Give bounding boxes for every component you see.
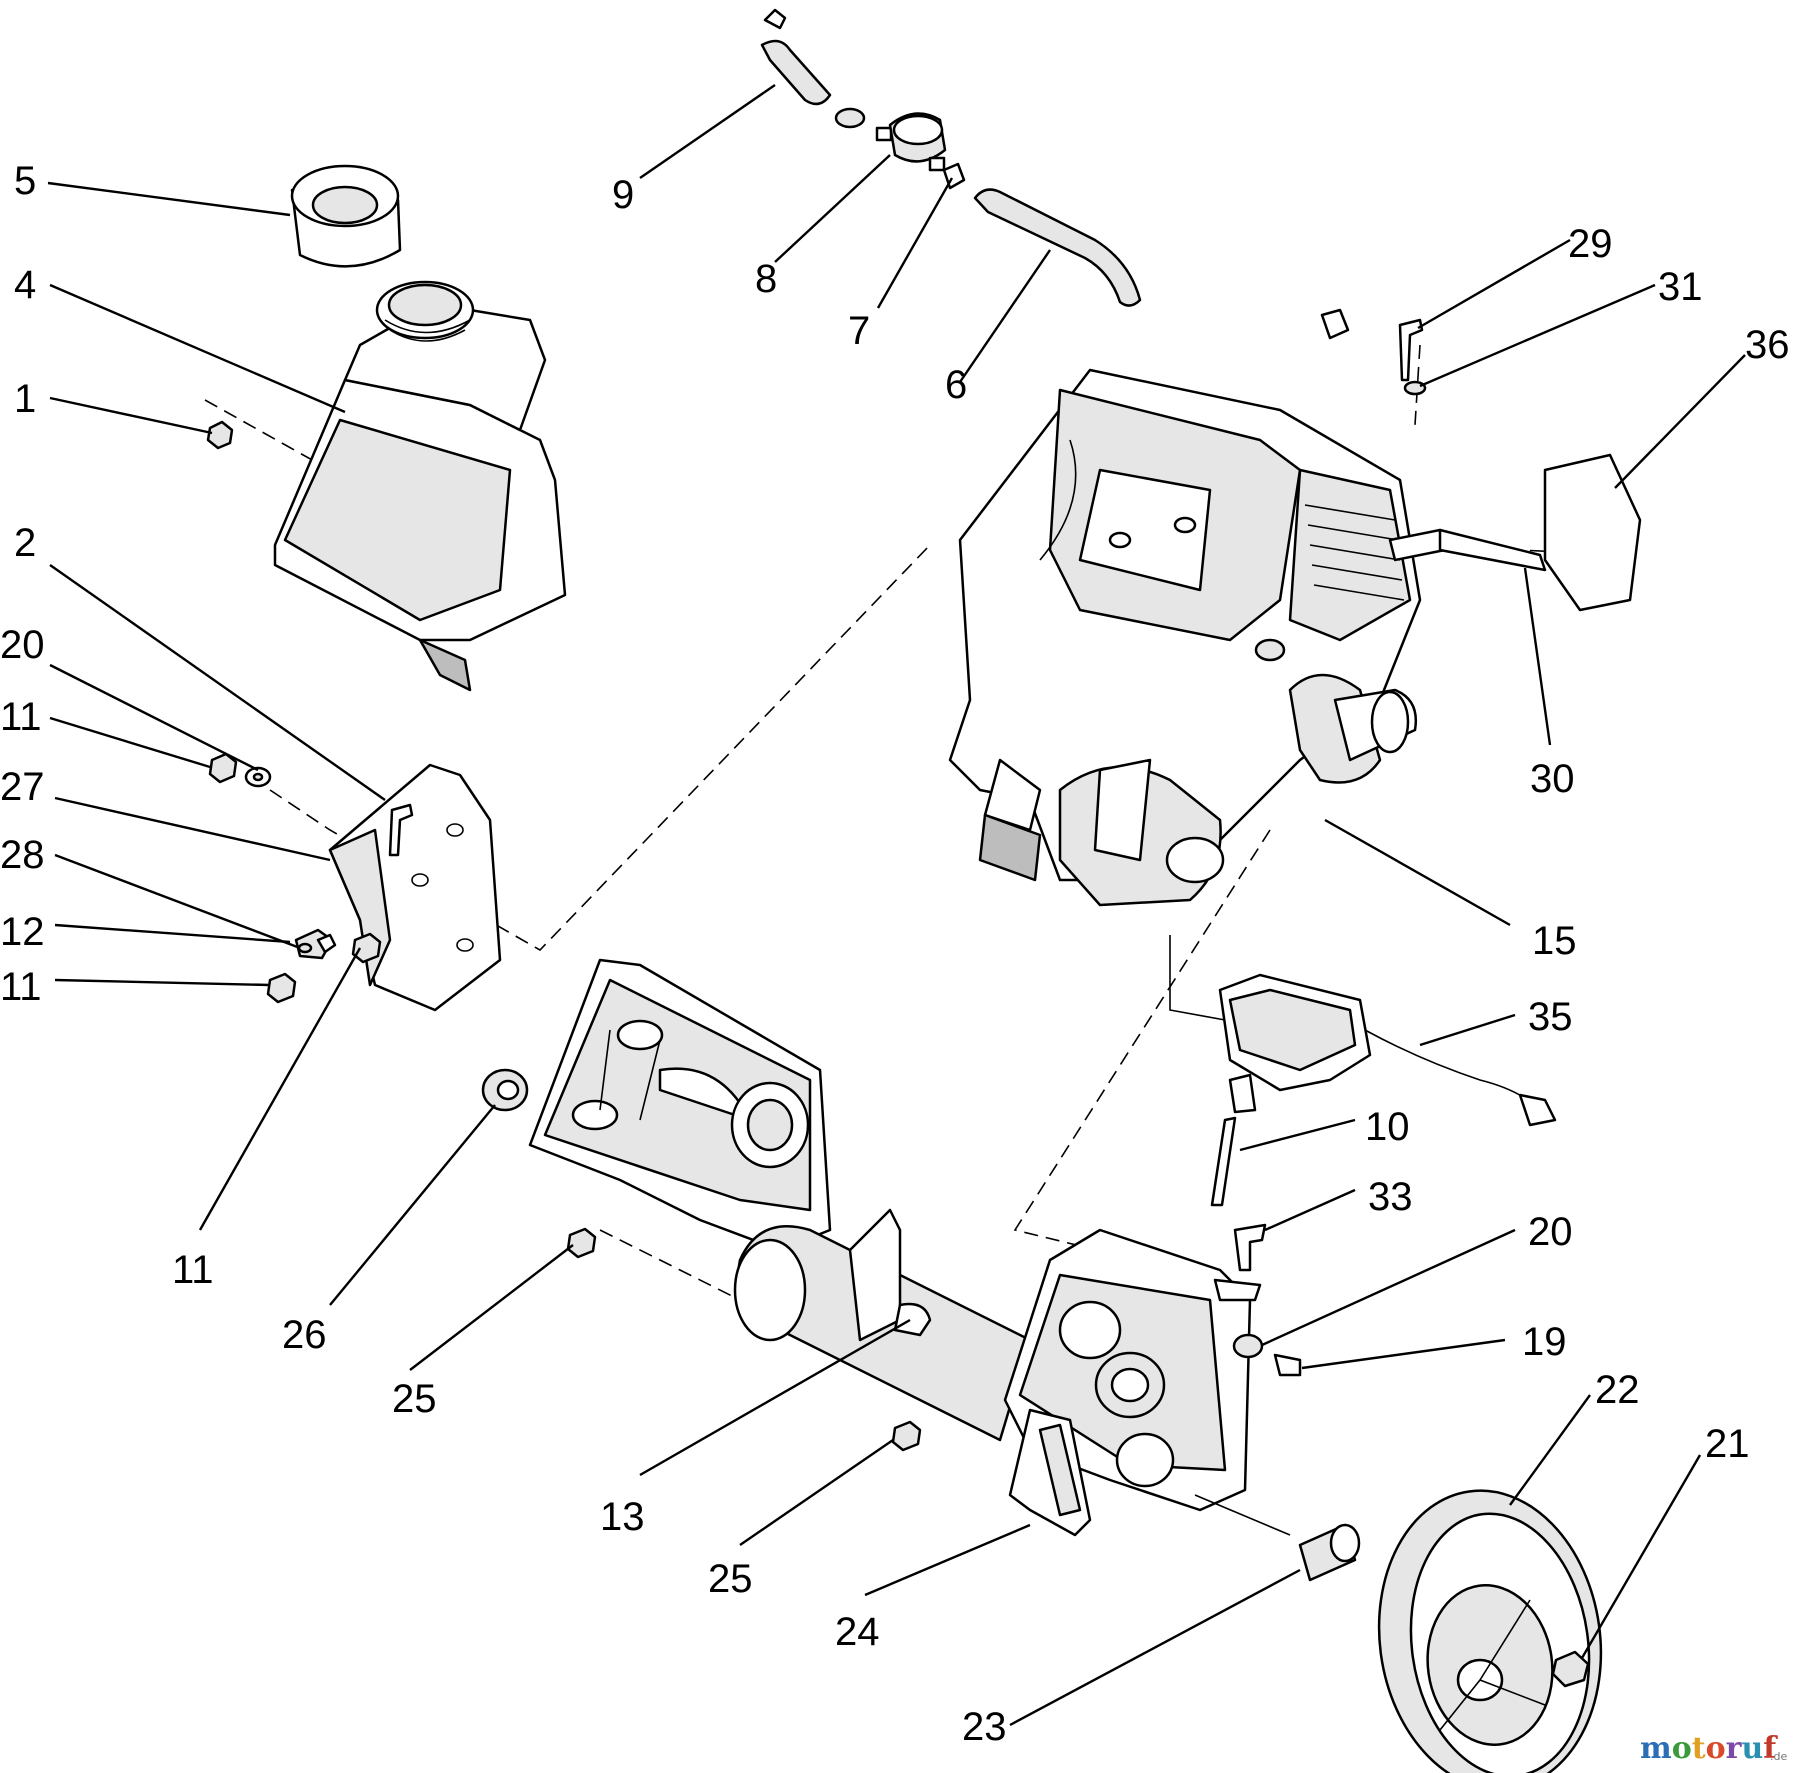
callout-21: 21 xyxy=(1705,1422,1750,1466)
svg-text:motoruf: motoruf xyxy=(1640,1731,1778,1766)
watermark-letter-r: r xyxy=(1726,1731,1743,1766)
callout-10: 10 xyxy=(1365,1105,1410,1149)
callout-33: 33 xyxy=(1368,1175,1413,1219)
callout-24: 24 xyxy=(835,1610,880,1654)
watermark-letter-t: t xyxy=(1692,1731,1706,1766)
callout-6: 6 xyxy=(945,363,967,407)
callout-25-left: 25 xyxy=(392,1377,437,1421)
watermark-letter-u: u xyxy=(1741,1731,1763,1766)
bracket-part-27 xyxy=(328,763,502,1012)
fuel-line-assembly xyxy=(760,8,1350,340)
callout-20-right: 20 xyxy=(1528,1210,1573,1254)
callout-11-top: 11 xyxy=(0,695,42,739)
wheel-part-22 xyxy=(1377,1489,1603,1773)
lever-bracket-part-24 xyxy=(1008,1408,1092,1537)
callout-9: 9 xyxy=(612,173,634,217)
axle-tube-part-13 xyxy=(733,1208,1032,1442)
callout-36: 36 xyxy=(1745,323,1790,367)
callout-31: 31 xyxy=(1658,265,1703,309)
plate-part-36 xyxy=(1543,453,1642,612)
callout-28: 28 xyxy=(0,833,45,877)
callout-4: 4 xyxy=(14,263,36,307)
left-frame-plate xyxy=(528,958,832,1252)
watermark-letter-m: m xyxy=(1640,1731,1672,1766)
callout-26: 26 xyxy=(282,1313,327,1357)
callout-27: 27 xyxy=(0,765,45,809)
leader-lines xyxy=(47,84,1746,1727)
callout-11-bottom: 11 xyxy=(172,1248,214,1292)
starter-switch-part-35 xyxy=(1169,935,1557,1127)
fuel-cap-part-5 xyxy=(290,164,402,268)
fuel-tank-part-4 xyxy=(273,280,567,692)
callout-25-bottom: 25 xyxy=(708,1557,753,1601)
callout-15: 15 xyxy=(1532,919,1577,963)
engine-part-15 xyxy=(948,368,1547,907)
small-hardware-left xyxy=(208,752,414,1004)
small-hardware-right xyxy=(566,1223,1302,1452)
callout-2: 2 xyxy=(14,521,36,565)
callout-5: 5 xyxy=(14,159,36,203)
callout-22: 22 xyxy=(1595,1368,1640,1412)
bolt-part-10 xyxy=(1210,1116,1237,1207)
callout-8: 8 xyxy=(755,257,777,301)
callout-35: 35 xyxy=(1528,995,1573,1039)
motoruf-watermark: motoruf .de xyxy=(1640,1731,1787,1766)
hub-cap-part-21 xyxy=(1551,1650,1590,1688)
callout-20-left: 20 xyxy=(0,623,45,667)
callout-7: 7 xyxy=(848,309,870,353)
axle-bushing-part-23 xyxy=(1194,1494,1361,1582)
callout-30: 30 xyxy=(1530,757,1575,801)
callout-29: 29 xyxy=(1568,222,1613,266)
callout-11-mid: 11 xyxy=(0,965,42,1009)
callout-labels: 5 4 1 2 20 11 27 28 12 11 11 26 25 13 25… xyxy=(0,159,1790,1749)
spacer-part-26 xyxy=(481,1068,529,1112)
nut-part-1 xyxy=(206,420,234,450)
screw-washer-part-29-31 xyxy=(1398,318,1427,396)
callout-13: 13 xyxy=(600,1495,645,1539)
callout-23: 23 xyxy=(962,1705,1007,1749)
callout-1: 1 xyxy=(14,377,36,421)
watermark-letter-f: f xyxy=(1763,1731,1778,1766)
callout-19: 19 xyxy=(1522,1320,1567,1364)
watermark-letter-o2: o xyxy=(1706,1731,1726,1766)
watermark-suffix: .de xyxy=(1770,1750,1787,1763)
callout-12: 12 xyxy=(0,910,45,954)
watermark-letter-o1: o xyxy=(1672,1731,1692,1766)
